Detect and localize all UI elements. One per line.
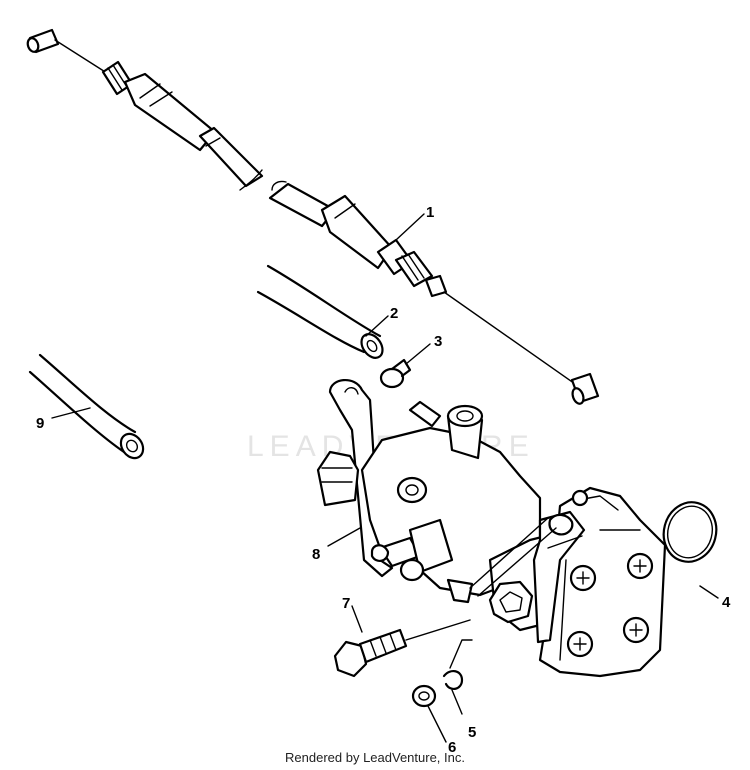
callout-9: 9 <box>36 415 44 432</box>
callout-3: 3 <box>434 333 442 350</box>
callout-numbers: 1 2 3 4 5 6 7 8 9 <box>36 204 731 756</box>
callout-1: 1 <box>426 204 434 221</box>
leader-lines <box>51 213 719 743</box>
caption: Rendered by LeadVenture, Inc. <box>285 750 465 765</box>
washer-part-6 <box>411 684 437 708</box>
callout-4: 4 <box>722 594 731 611</box>
callout-5: 5 <box>468 724 476 741</box>
pin-part-5 <box>442 639 473 690</box>
cable-part-1 <box>26 28 600 405</box>
callout-8: 8 <box>312 546 320 563</box>
callout-6: 6 <box>448 739 456 756</box>
bolt-part-7 <box>333 619 471 678</box>
callout-7: 7 <box>342 595 350 612</box>
callout-2: 2 <box>390 305 398 322</box>
fuel-line-part-2 <box>256 264 384 359</box>
oil-pump-body <box>316 400 667 678</box>
vent-line-part-9 <box>28 353 145 460</box>
o-ring-part-4 <box>662 501 718 563</box>
clamp-part-3 <box>379 358 412 389</box>
